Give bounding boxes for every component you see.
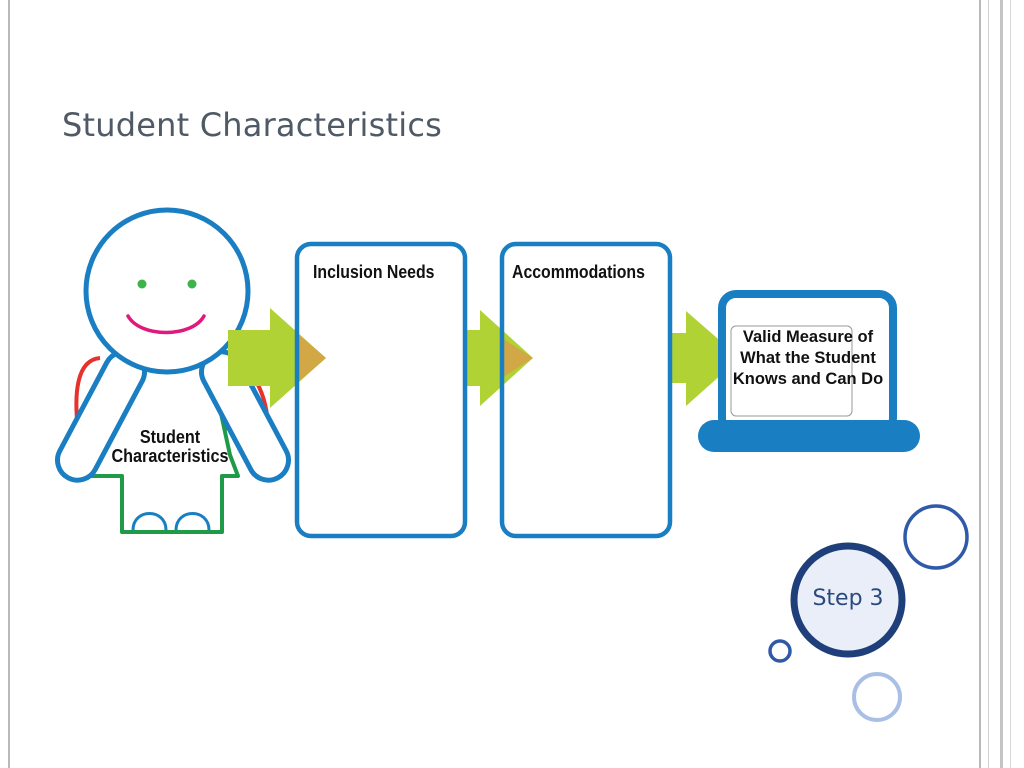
right-border-line: [979, 0, 981, 768]
student-eye-right: [187, 279, 197, 289]
laptop-label-line1: Valid Measure of: [742, 328, 874, 346]
arrow-2: [464, 310, 533, 406]
step-badge-ring: [790, 542, 906, 658]
bubble-large-outline: [903, 504, 969, 570]
arrow-1-overlap: [296, 332, 326, 384]
student-characteristics-label: Student Characteristics: [103, 428, 238, 466]
left-border-line: [8, 0, 10, 768]
page-title: Student Characteristics: [62, 106, 442, 144]
laptop-label: Valid Measure of What the Student Knows …: [728, 327, 888, 390]
inclusion-needs-box: [294, 241, 468, 539]
student-head: [83, 207, 251, 375]
laptop-inner-panel: [730, 325, 853, 417]
bubble-small-outline: [768, 639, 792, 663]
laptop-base: [698, 420, 920, 452]
right-border-line-edge: [1010, 0, 1011, 768]
arrow-1: [228, 308, 326, 408]
student-mouth: [126, 314, 206, 335]
inclusion-needs-label: Inclusion Needs: [313, 262, 435, 282]
accommodations-box: [499, 241, 673, 539]
right-border-line-inner: [988, 0, 989, 768]
flow-arrows: [228, 308, 740, 408]
laptop-label-line3: Knows and Can Do: [732, 370, 884, 388]
right-border-line-outer: [1000, 0, 1003, 768]
step-badge-label: Step 3: [812, 586, 884, 611]
bubble-light-outline: [852, 672, 902, 722]
arrow-3: [670, 311, 740, 406]
student-label-line2: Characteristics: [111, 446, 229, 466]
laptop-label-line2: What the Student: [740, 349, 876, 367]
accommodations-label: Accommodations: [512, 262, 645, 282]
student-foot-right: [174, 512, 211, 531]
arrow-2-overlap: [502, 338, 533, 378]
laptop-illustration: [698, 290, 920, 452]
student-foot-left: [131, 512, 168, 531]
student-label-line1: Student: [139, 427, 201, 447]
student-eye-left: [137, 279, 147, 289]
student-figure: [55, 207, 291, 534]
